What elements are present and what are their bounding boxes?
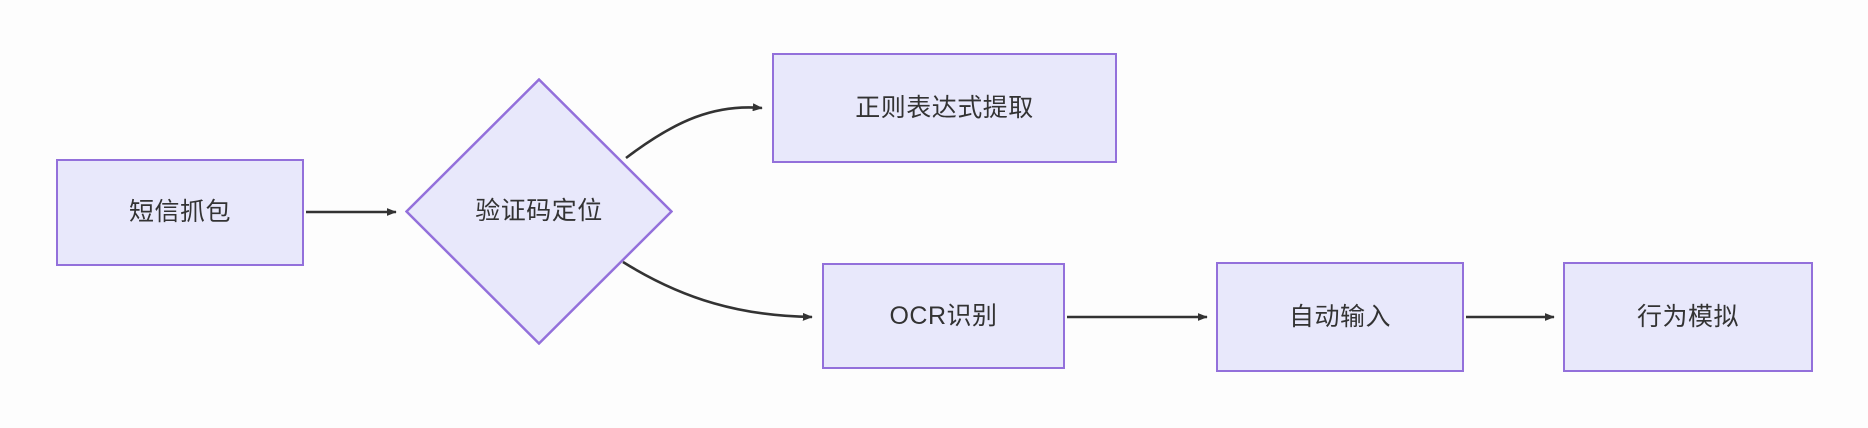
node-sms-capture-label: 短信抓包 <box>128 198 231 226</box>
node-behavior-sim[interactable]: 行为模拟 <box>1563 262 1813 372</box>
node-code-locate[interactable]: 验证码定位 <box>405 78 673 345</box>
node-auto-input-label: 自动输入 <box>1288 302 1391 331</box>
diamond-shape <box>405 78 673 345</box>
diamond-label-wrap: 验证码定位 <box>405 78 673 345</box>
node-regex-extract-label: 正则表达式提取 <box>855 93 1034 122</box>
node-ocr-recognize-label: OCR识别 <box>889 301 998 330</box>
node-regex-extract[interactable]: 正则表达式提取 <box>772 53 1117 163</box>
node-ocr-recognize[interactable]: OCR识别 <box>822 263 1065 369</box>
node-behavior-sim-label: 行为模拟 <box>1636 302 1739 331</box>
node-sms-capture[interactable]: 短信抓包 <box>56 159 304 266</box>
node-auto-input[interactable]: 自动输入 <box>1216 262 1464 372</box>
node-code-locate-label: 验证码定位 <box>475 197 603 225</box>
